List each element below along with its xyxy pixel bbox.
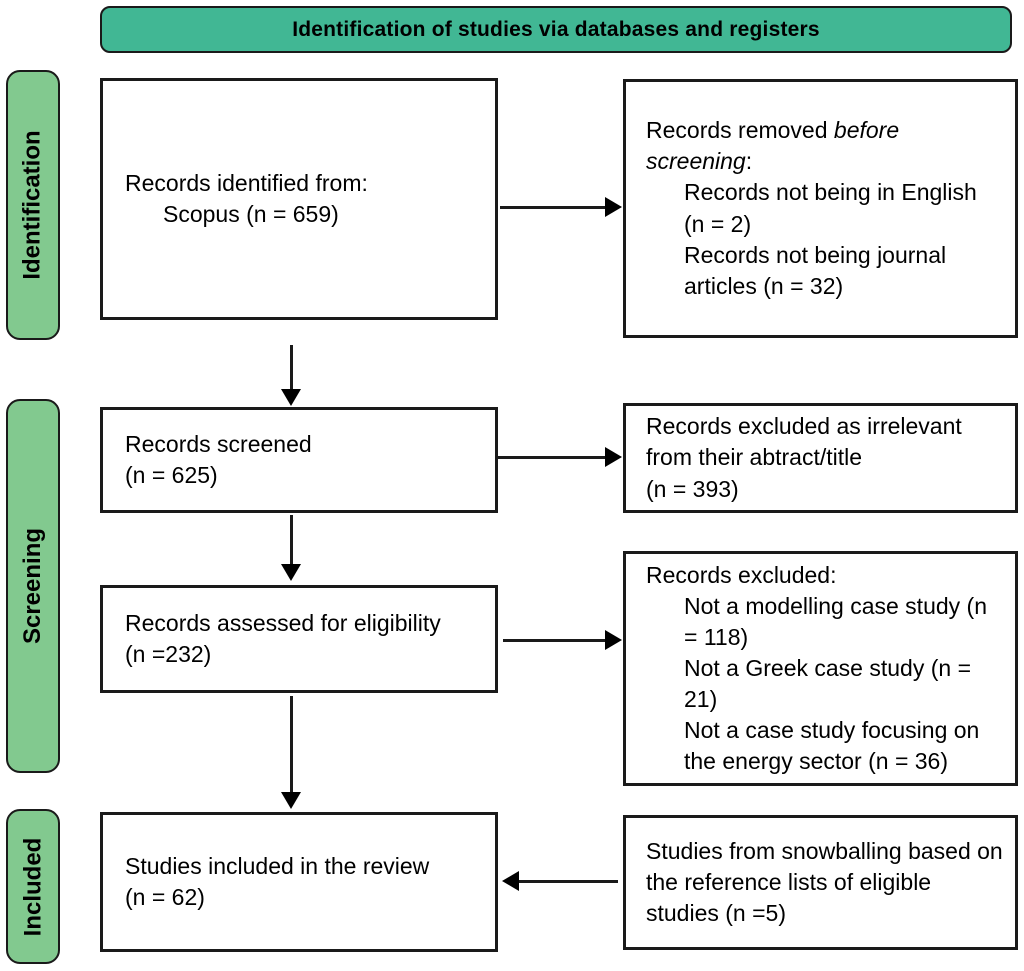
box-studies-included: Studies included in the review (n = 62): [100, 812, 498, 952]
stage-label-included: Included: [6, 809, 60, 964]
box-text-line: Records assessed for eligibility: [125, 609, 441, 636]
box-text-line: Studies included in the review: [125, 852, 430, 879]
box-text-line: Not a Greek case study (n = 21): [684, 654, 971, 713]
stage-label-text: Screening: [19, 527, 47, 645]
box-text-line: Records identified from:: [125, 169, 368, 196]
box-text-line: Scopus (n = 659): [163, 201, 339, 227]
box-records-screened: Records screened (n = 625): [100, 407, 498, 513]
box-text-line: (n =232): [125, 641, 212, 667]
box-text-line: Studies from snowballing based on the re…: [646, 837, 1003, 927]
stage-label-screening: Screening: [6, 399, 60, 773]
box-text-line: Records not being journal articles (n = …: [684, 241, 947, 299]
diagram-title-banner: Identification of studies via databases …: [100, 6, 1012, 53]
box-text-line: (n = 625): [125, 462, 218, 488]
box-records-assessed: Records assessed for eligibility (n =232…: [100, 585, 498, 693]
box-studies-snowballing: Studies from snowballing based on the re…: [623, 815, 1018, 950]
stage-label-text: Identification: [19, 130, 46, 280]
box-text-line: Records excluded:: [646, 561, 837, 588]
box-text-line: Records removed before: [646, 117, 900, 144]
box-text-line: Not a modelling case study (n = 118): [684, 592, 987, 650]
box-text-line: Not a case study focusing on the energy …: [684, 717, 980, 775]
diagram-title: Identification of studies via databases …: [292, 17, 820, 41]
box-text-line: Records not being in English (n = 2): [684, 179, 977, 237]
box-text-line: screening:: [646, 148, 753, 175]
box-text-line: (n = 393): [646, 475, 739, 502]
box-records-excluded: Records excluded: Not a modelling case s…: [623, 551, 1018, 786]
box-text-line: (n = 62): [125, 884, 205, 910]
box-text-line: Records excluded as irrelevant from thei…: [646, 413, 962, 471]
box-records-identified: Records identified from: Scopus (n = 659…: [100, 78, 498, 320]
stage-label-identification: Identification: [6, 70, 60, 340]
box-records-removed: Records removed before screening: Record…: [623, 79, 1018, 338]
box-records-excluded-irrelevant: Records excluded as irrelevant from thei…: [623, 403, 1018, 513]
box-text-line: Records screened: [125, 430, 312, 457]
stage-label-text: Included: [19, 837, 47, 936]
